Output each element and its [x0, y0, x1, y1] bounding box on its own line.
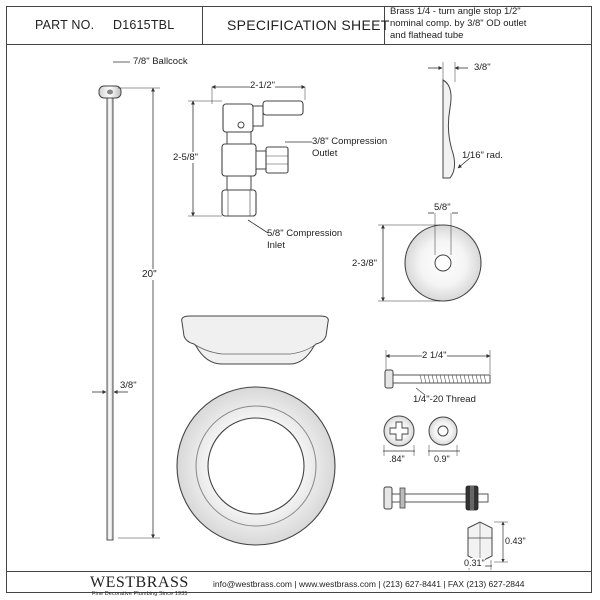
nut-width-label: 0.31" [464, 558, 485, 568]
flange-diameter-label: 2-3/8" [352, 258, 378, 269]
contact-info: info@westbrass.com | www.westbrass.com |… [213, 579, 525, 589]
escutcheon-side-profile [181, 315, 329, 365]
bolt-thread-label: 1/4"-20 Thread [413, 394, 476, 405]
valve-width-label: 2-1/2" [250, 80, 276, 91]
escutcheon-front-view [176, 386, 336, 546]
tube-od-label: 3/8" [120, 380, 137, 391]
header-column-divider [384, 6, 385, 44]
outlet-word-label: Outlet [312, 148, 338, 159]
header-column-divider [202, 6, 203, 44]
bolt-assembly [383, 485, 489, 511]
flange-front-view [404, 224, 482, 302]
inlet-word-label: Inlet [267, 240, 285, 251]
bolt [384, 369, 491, 389]
washer-diameter-label: 0.9" [434, 454, 450, 464]
ballcock-label: 7/8" Ballcock [133, 56, 188, 67]
inlet-label: 5/8" Compression [267, 228, 343, 239]
head-diameter-label: .84" [389, 454, 405, 464]
bolt-head [383, 415, 415, 447]
flange-radius-label: 1/16" rad. [462, 150, 503, 161]
sheet-border [6, 6, 592, 593]
part-number: D1615TBL [113, 18, 175, 32]
angle-stop-valve [221, 100, 304, 217]
footer-divider [6, 571, 592, 572]
flange-depth-label: 3/8" [474, 62, 491, 73]
page-title: SPECIFICATION SHEET [227, 17, 390, 33]
bolt-length-label: 2 1/4" [422, 350, 447, 361]
flange-hole-label: 5/8" [434, 202, 451, 213]
washer [428, 416, 458, 446]
nut-height-label: 0.43" [505, 536, 526, 546]
valve-height-label: 2-5/8" [173, 152, 199, 163]
outlet-label: 3/8" Compression [312, 136, 388, 147]
nut [467, 521, 493, 563]
flathead-tube [98, 85, 122, 541]
tube-length-label: 20" [142, 269, 157, 280]
header-divider [6, 44, 592, 45]
brand-tagline: Fine Decorative Plumbing Since 1935 [92, 591, 188, 597]
part-number-label: PART NO. [35, 18, 95, 32]
flange-side-profile [442, 79, 456, 179]
product-description: Brass 1/4 - turn angle stop 1/2" nominal… [390, 6, 527, 41]
brand-logo: WESTBRASS [90, 574, 189, 591]
